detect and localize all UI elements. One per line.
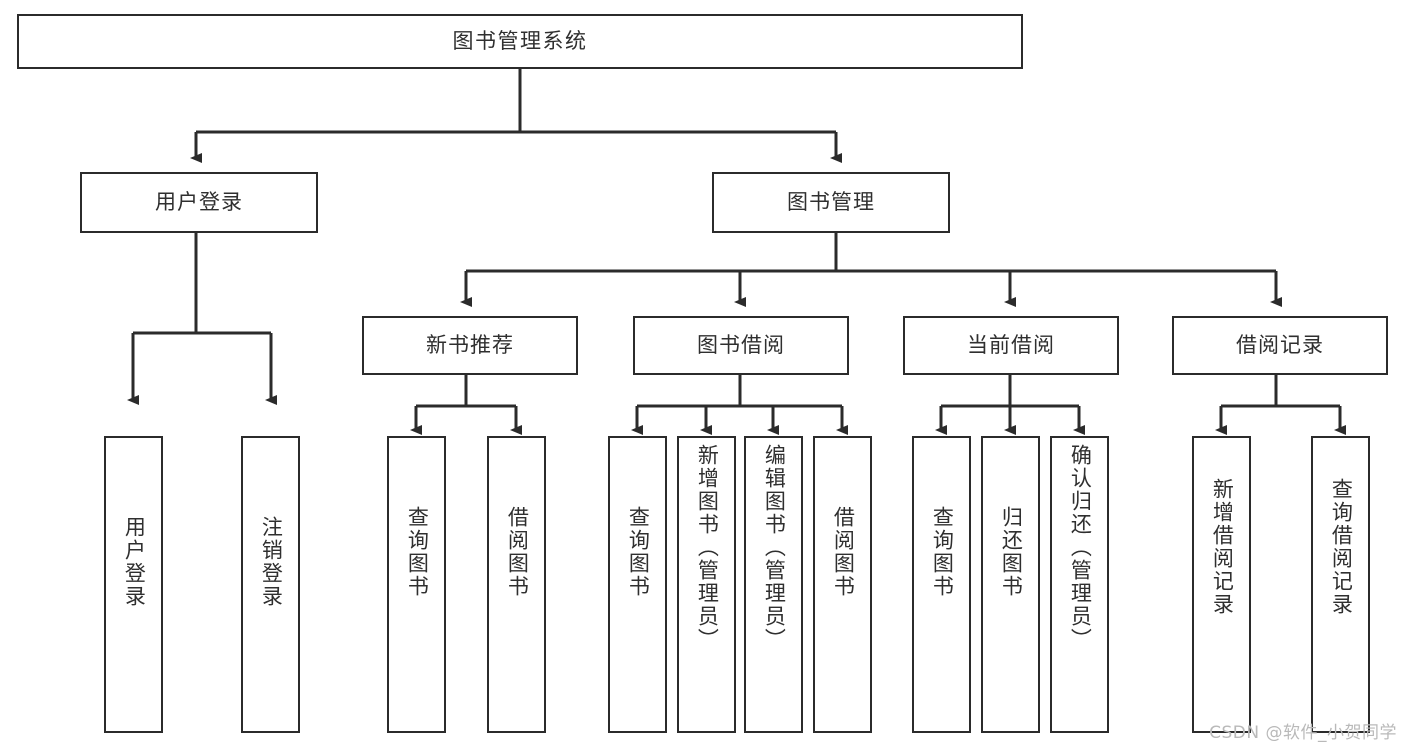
leaf-current-return-book[interactable]: 归还图书 <box>981 436 1040 733</box>
leaf-borrow-edit-book-admin[interactable]: 编辑图书（管理员） <box>744 436 803 733</box>
node-label: 查询借阅记录 <box>1329 478 1354 616</box>
node-label: 新书推荐 <box>426 333 514 358</box>
node-label: 当前借阅 <box>967 333 1055 358</box>
node-label: 新增图书（管理员） <box>695 444 720 651</box>
leaf-borrow-borrow-book[interactable]: 借阅图书 <box>813 436 872 733</box>
node-label: 用户登录 <box>155 190 243 215</box>
node-label: 归还图书 <box>999 506 1024 598</box>
node-book-borrow[interactable]: 图书借阅 <box>633 316 849 375</box>
leaf-new-book-query-book[interactable]: 查询图书 <box>387 436 446 733</box>
node-label: 借阅记录 <box>1236 333 1324 358</box>
leaf-borrow-query-book[interactable]: 查询图书 <box>608 436 667 733</box>
node-label: 查询图书 <box>626 506 651 598</box>
node-root-book-management-system[interactable]: 图书管理系统 <box>17 14 1023 69</box>
node-label: 查询图书 <box>405 506 430 598</box>
leaf-user-login-signout[interactable]: 注销登录 <box>241 436 300 733</box>
leaf-record-add-borrow-record[interactable]: 新增借阅记录 <box>1192 436 1251 733</box>
node-borrow-record[interactable]: 借阅记录 <box>1172 316 1388 375</box>
node-label: 图书借阅 <box>697 333 785 358</box>
leaf-current-confirm-return-admin[interactable]: 确认归还（管理员） <box>1050 436 1109 733</box>
watermark: CSDN @软件_小贺同学 <box>1209 723 1397 743</box>
node-label: 确认归还（管理员） <box>1068 444 1093 651</box>
node-label: 图书管理 <box>787 190 875 215</box>
node-user-login[interactable]: 用户登录 <box>80 172 318 233</box>
node-label: 图书管理系统 <box>452 29 588 54</box>
node-label: 查询图书 <box>930 506 955 598</box>
node-book-management[interactable]: 图书管理 <box>712 172 950 233</box>
node-label: 用户登录 <box>122 516 147 608</box>
node-label: 编辑图书（管理员） <box>762 444 787 651</box>
node-new-book-recommend[interactable]: 新书推荐 <box>362 316 578 375</box>
leaf-new-book-borrow-book[interactable]: 借阅图书 <box>487 436 546 733</box>
node-current-borrow[interactable]: 当前借阅 <box>903 316 1119 375</box>
leaf-current-query-book[interactable]: 查询图书 <box>912 436 971 733</box>
leaf-borrow-add-book-admin[interactable]: 新增图书（管理员） <box>677 436 736 733</box>
node-label: 借阅图书 <box>831 506 856 598</box>
node-label: 新增借阅记录 <box>1210 478 1235 616</box>
leaf-record-query-borrow-record[interactable]: 查询借阅记录 <box>1311 436 1370 733</box>
node-label: 借阅图书 <box>505 506 530 598</box>
leaf-user-login-signin[interactable]: 用户登录 <box>104 436 163 733</box>
node-label: 注销登录 <box>259 516 284 608</box>
